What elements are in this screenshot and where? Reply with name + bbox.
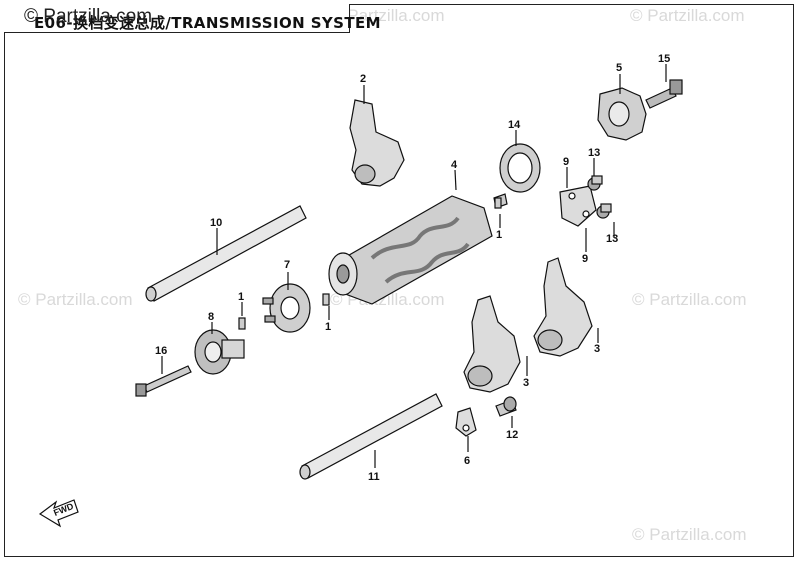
pin-1-left: [238, 317, 246, 330]
shift-fork-3-rear: [533, 257, 593, 357]
watermark: © Partzilla.com: [18, 290, 133, 309]
bolt-13-lower: [596, 203, 612, 219]
pin-1-center: [322, 293, 330, 306]
callout-1-center: 1: [325, 321, 331, 333]
cam-plate-8: [194, 329, 245, 375]
callout-5: 5: [616, 62, 622, 74]
callout-14: 14: [508, 119, 521, 131]
callout-15: 15: [658, 53, 670, 65]
callout-11: 11: [368, 471, 380, 483]
callout-7: 7: [284, 259, 290, 271]
watermark: © Partzilla.com: [632, 525, 747, 544]
callout-13-lower: 13: [606, 233, 618, 245]
callout-3-rear: 3: [594, 343, 600, 355]
callout-1-drum: 1: [496, 229, 502, 241]
pin-1-drum: [494, 197, 502, 209]
callout-4: 4: [451, 159, 458, 171]
shift-fork-shaft-11: [299, 393, 443, 480]
shift-drum-segment-7: [262, 283, 311, 333]
shift-drum-4: [328, 193, 508, 305]
bearing-14: [499, 143, 541, 193]
watermark: © Partzilla.com: [630, 6, 745, 25]
callout-2: 2: [360, 73, 366, 85]
shift-fork-2: [349, 99, 405, 187]
shift-fork-shaft-10: [145, 205, 307, 302]
bolt-15: [645, 79, 683, 109]
callout-9-lower: 9: [582, 253, 588, 265]
plate-6: [455, 407, 477, 437]
callout-3-front: 3: [523, 377, 529, 389]
callout-13-upper: 13: [588, 147, 600, 159]
callout-8: 8: [208, 311, 214, 323]
stopper-plate-9: [559, 185, 597, 227]
page-title: E06-换档变速总成/TRANSMISSION SYSTEM: [34, 14, 381, 32]
callout-10: 10: [210, 217, 222, 229]
bolt-13-upper: [587, 175, 603, 191]
watermark: © Partzilla.com: [330, 6, 445, 25]
callout-1-left: 1: [238, 291, 244, 303]
shift-cam-5: [597, 87, 647, 141]
callout-6: 6: [464, 455, 470, 467]
shift-fork-3-front: [463, 295, 521, 393]
callout-9-upper: 9: [563, 156, 569, 168]
bolt-12: [495, 396, 517, 417]
bolt-16: [135, 365, 192, 397]
partzilla-logo: © Partzilla.com: [24, 6, 153, 27]
callout-16: 16: [155, 345, 167, 357]
fwd-arrow-icon: [38, 499, 79, 528]
callout-12: 12: [506, 429, 518, 441]
watermark: © Partzilla.com: [632, 290, 747, 309]
title-box: E06-换档变速总成/TRANSMISSION SYSTEM: [4, 4, 381, 33]
